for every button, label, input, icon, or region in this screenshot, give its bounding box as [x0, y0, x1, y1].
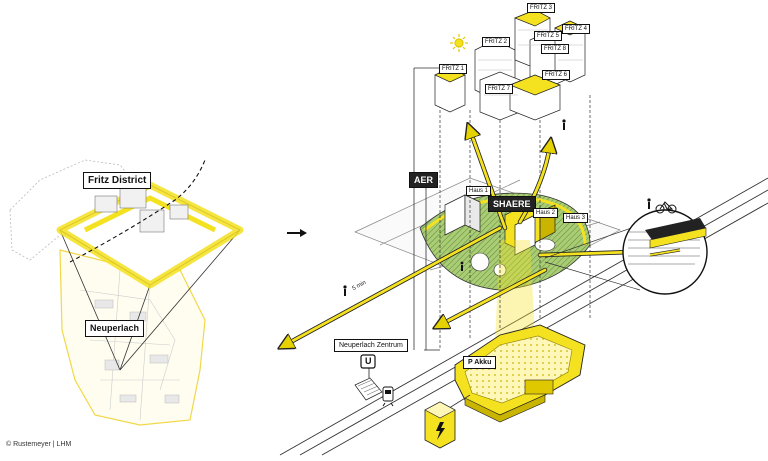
- tag-haus-2: Haus 2: [533, 208, 559, 218]
- tag-fritz-6: FRITZ 6: [542, 70, 570, 80]
- stair-entrance: [354, 377, 383, 401]
- lightning-icon: [424, 394, 471, 449]
- tag-fritz-2: FRITZ 2: [482, 37, 510, 47]
- tag-fritz-3: FRITZ 3: [527, 3, 555, 13]
- bicycle-icon: [655, 201, 677, 214]
- akku-label: P Akku: [463, 356, 497, 369]
- underground-akku: [454, 240, 586, 423]
- aer-label: AER: [409, 172, 439, 188]
- tag-haus-3: Haus 3: [563, 213, 589, 223]
- arrow-right-icon: [287, 229, 307, 237]
- tag-fritz-1: FRITZ 1: [439, 64, 467, 74]
- ubahn-label: U: [365, 356, 372, 366]
- tag-fritz-4: FRITZ 4: [562, 24, 590, 34]
- neuperlach-zentrum-label: Neuperlach Zentrum: [334, 339, 408, 352]
- sun-icon: [450, 34, 468, 52]
- tag-haus-1: Haus 1: [466, 186, 492, 196]
- neuperlach-label: Neuperlach: [85, 320, 145, 337]
- tag-fritz-5: FRITZ 5: [534, 31, 562, 41]
- tag-fritz-7: FRITZ 7: [485, 84, 513, 94]
- train-icon: [382, 386, 394, 407]
- tag-fritz-8: FRITZ 8: [541, 44, 569, 54]
- context-map: [9, 159, 244, 426]
- pedestrian-icon: [343, 119, 651, 296]
- credit-text: © Rustemeyer | LHM: [6, 441, 72, 448]
- bridge-detail: [544, 209, 708, 295]
- fritz-district-label: Fritz District: [83, 172, 152, 189]
- shaere-label: SHAERE: [488, 196, 536, 212]
- site-buildings: [444, 194, 556, 256]
- ubahn-sign-icon: [360, 354, 376, 369]
